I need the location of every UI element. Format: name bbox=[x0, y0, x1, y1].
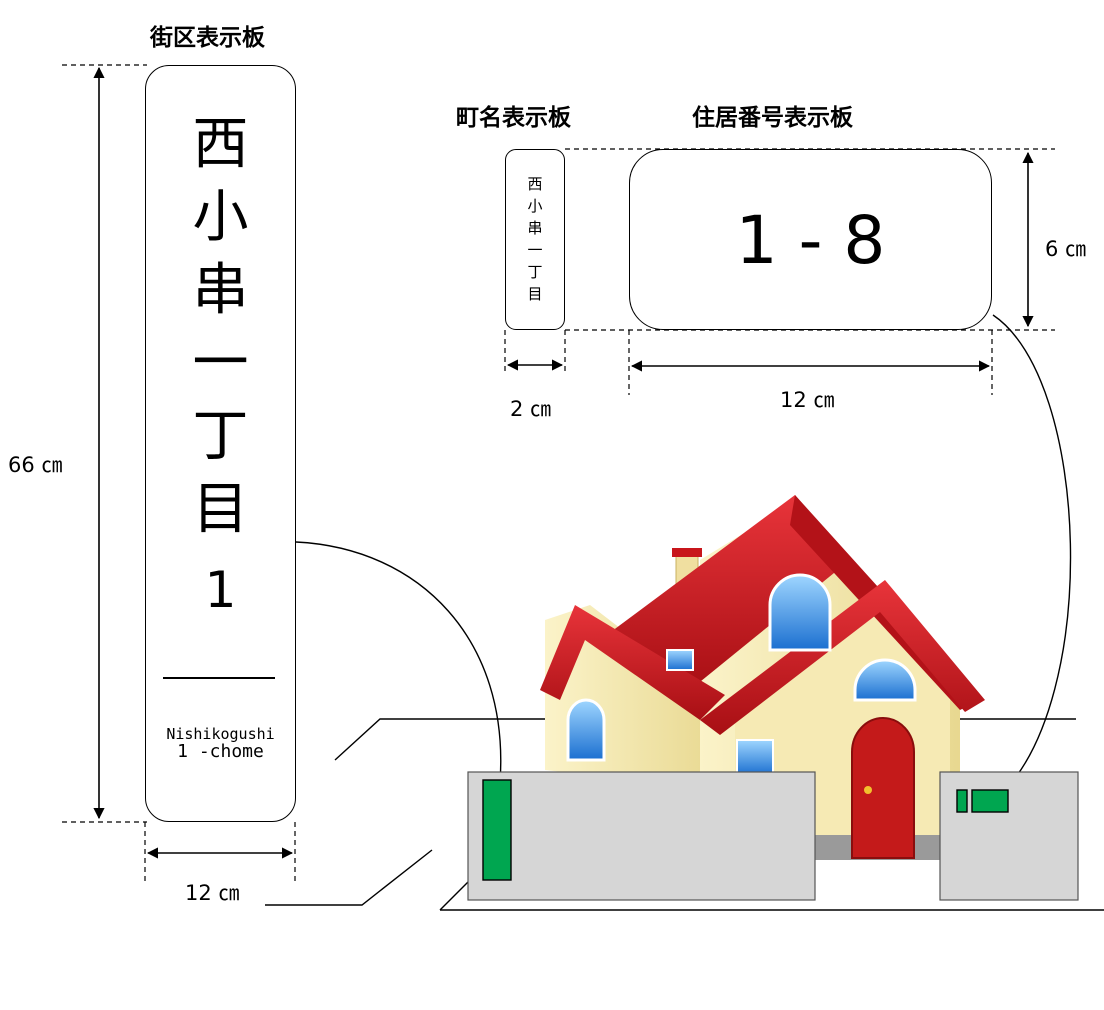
town-board-char: 串 bbox=[527, 219, 543, 237]
block-board-char: 目 bbox=[192, 477, 249, 542]
block-romaji-line2: 1 -chome bbox=[177, 741, 264, 762]
house-number-height-label: 6 ㎝ bbox=[1045, 237, 1087, 261]
town-board-char: 目 bbox=[527, 285, 543, 303]
block-board-title: 街区表示板 bbox=[150, 25, 265, 51]
town-board-char: 丁 bbox=[527, 263, 543, 281]
town-width-label: 2 ㎝ bbox=[510, 397, 552, 421]
block-board-extension-lines bbox=[62, 64, 296, 885]
block-board-char: 串 bbox=[192, 258, 249, 323]
house-number-board-on-wall bbox=[971, 789, 1009, 813]
block-board-char: 一 bbox=[192, 331, 249, 396]
block-romaji-line1: Nishikogushi bbox=[166, 725, 275, 743]
block-board-char: 小 bbox=[192, 185, 249, 250]
block-board-on-wall bbox=[482, 779, 512, 881]
house-number-board: 1 - 8 bbox=[629, 149, 992, 330]
block-number: 1 bbox=[204, 561, 237, 619]
block-height-label: 66 ㎝ bbox=[8, 453, 63, 477]
block-board-divider bbox=[163, 677, 275, 679]
town-board-char: 小 bbox=[527, 197, 543, 215]
front-wall-left bbox=[467, 771, 816, 901]
house-number: 1 - 8 bbox=[735, 202, 886, 279]
house-number-leader-line bbox=[992, 314, 1072, 796]
block-board-leader-line bbox=[295, 541, 502, 783]
town-board-char: 西 bbox=[527, 175, 543, 193]
house-illustration bbox=[540, 495, 985, 860]
block-board-char: 丁 bbox=[192, 404, 249, 469]
block-board-char: 西 bbox=[192, 112, 249, 177]
town-board-title: 町名表示板 bbox=[456, 105, 571, 131]
town-board-char: 一 bbox=[527, 241, 543, 259]
block-board: 西 小 串 一 丁 目 1 Nishikogushi 1 -chome bbox=[145, 65, 296, 822]
house-number-board-title: 住居番号表示板 bbox=[692, 105, 853, 131]
block-width-label: 12 ㎝ bbox=[185, 881, 240, 905]
town-board: 西 小 串 一 丁 目 bbox=[505, 149, 565, 330]
house-number-width-label: 12 ㎝ bbox=[780, 388, 835, 412]
town-board-on-wall bbox=[956, 789, 968, 813]
